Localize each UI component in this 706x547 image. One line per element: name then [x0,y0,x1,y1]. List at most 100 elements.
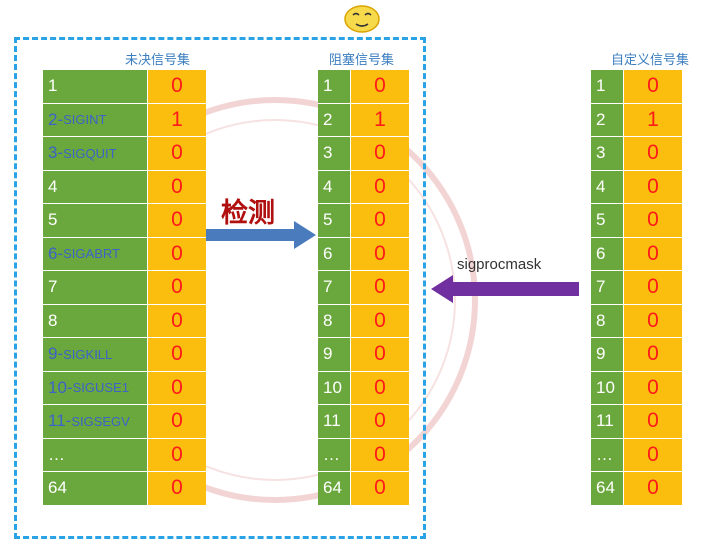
signal-number: 4 [318,170,350,204]
signal-bit: 0 [350,438,409,472]
signal-number: 4 [43,170,147,204]
signal-number: 5 [318,204,350,238]
signal-bit: 1 [350,103,409,137]
signal-number-label: 3 [596,143,606,163]
signal-bit: 0 [623,472,682,506]
signal-bit: 0 [350,137,409,171]
signal-bit: 1 [147,103,206,137]
signal-row: …0 [318,438,409,472]
signal-bit: 0 [350,170,409,204]
signal-number: 7 [318,271,350,305]
signal-number-label: 4 [323,176,333,196]
signal-number: 1 [318,70,350,104]
signal-number-label: … [323,444,340,464]
signal-bit: 0 [147,438,206,472]
signal-bit: 0 [147,338,206,372]
signal-bit: 0 [350,371,409,405]
signal-bit: 0 [623,170,682,204]
pending-set-title: 未决信号集 [125,52,191,67]
signal-number-label: 8 [48,310,58,330]
signal-bit: 0 [623,137,682,171]
custom-set-title: 自定义信号集 [611,52,690,67]
sigprocmask-label: sigprocmask [457,256,542,273]
signal-bit: 0 [623,237,682,271]
signal-number: 8 [318,304,350,338]
signal-row: …0 [591,438,682,472]
signal-bit: 0 [350,338,409,372]
signal-number: 10-SIGUSE1 [43,371,147,405]
signal-row: 64 0 [591,472,682,506]
signal-number: 9 [591,338,623,372]
signal-bit: 0 [147,405,206,439]
signal-number: 7 [591,271,623,305]
signal-bit: 0 [623,405,682,439]
signal-number: 10 [318,371,350,405]
signal-number: 10 [591,371,623,405]
signal-number-label: 11- [48,411,72,431]
signal-number-label: 11 [596,411,614,431]
signal-bit: 0 [147,170,206,204]
signal-number: 5 [591,204,623,238]
detect-label: 检测 [221,198,275,228]
signal-bit: 0 [623,70,682,104]
signal-number-label: 4 [596,176,606,196]
signal-name: SIGINT [63,112,107,128]
signal-name: SIGSEGV [71,413,130,429]
signal-bit: 1 [623,103,682,137]
signal-number-label: 5 [596,210,606,230]
signal-number-label: 11 [323,411,341,431]
signal-number-label: 4 [48,176,58,196]
signal-number-label: 1 [596,76,606,96]
signal-bit: 0 [350,271,409,305]
signal-bit: 0 [147,304,206,338]
signal-row: 11 0 [591,405,682,439]
signal-number: 7 [43,271,147,305]
signal-number-label: 3 [323,143,333,163]
signal-bit: 0 [147,472,206,506]
emoji-face-icon [344,5,380,33]
signal-number-label: 64 [48,478,67,498]
signal-number: 8 [591,304,623,338]
signal-row: 64 0 [43,472,206,506]
signal-bit: 0 [623,204,682,238]
signal-number-label: 6 [323,243,333,263]
signal-number: 11 [318,405,350,439]
signal-bit: 0 [350,70,409,104]
signal-number-label: 1 [323,76,333,96]
signal-bit: 0 [623,371,682,405]
signal-number-label: 5 [48,210,58,230]
signal-number-label: 64 [596,478,615,498]
signal-number-label: 8 [596,310,606,330]
signal-number: 2-SIGINT [43,103,147,137]
signal-bit: 0 [147,237,206,271]
signal-number-label: 9 [596,344,606,364]
signal-bit: 0 [350,237,409,271]
sigprocmask-arrow-icon [431,275,579,303]
signal-bit: 0 [147,271,206,305]
signal-row: …0 [43,438,206,472]
signal-number-label: 2- [48,109,64,129]
signal-bit: 0 [147,204,206,238]
signal-bit: 0 [350,472,409,506]
signal-number: 6 [591,237,623,271]
signal-number-label: 7 [323,277,333,297]
signal-bit: 0 [350,304,409,338]
signal-number: 11 [591,405,623,439]
